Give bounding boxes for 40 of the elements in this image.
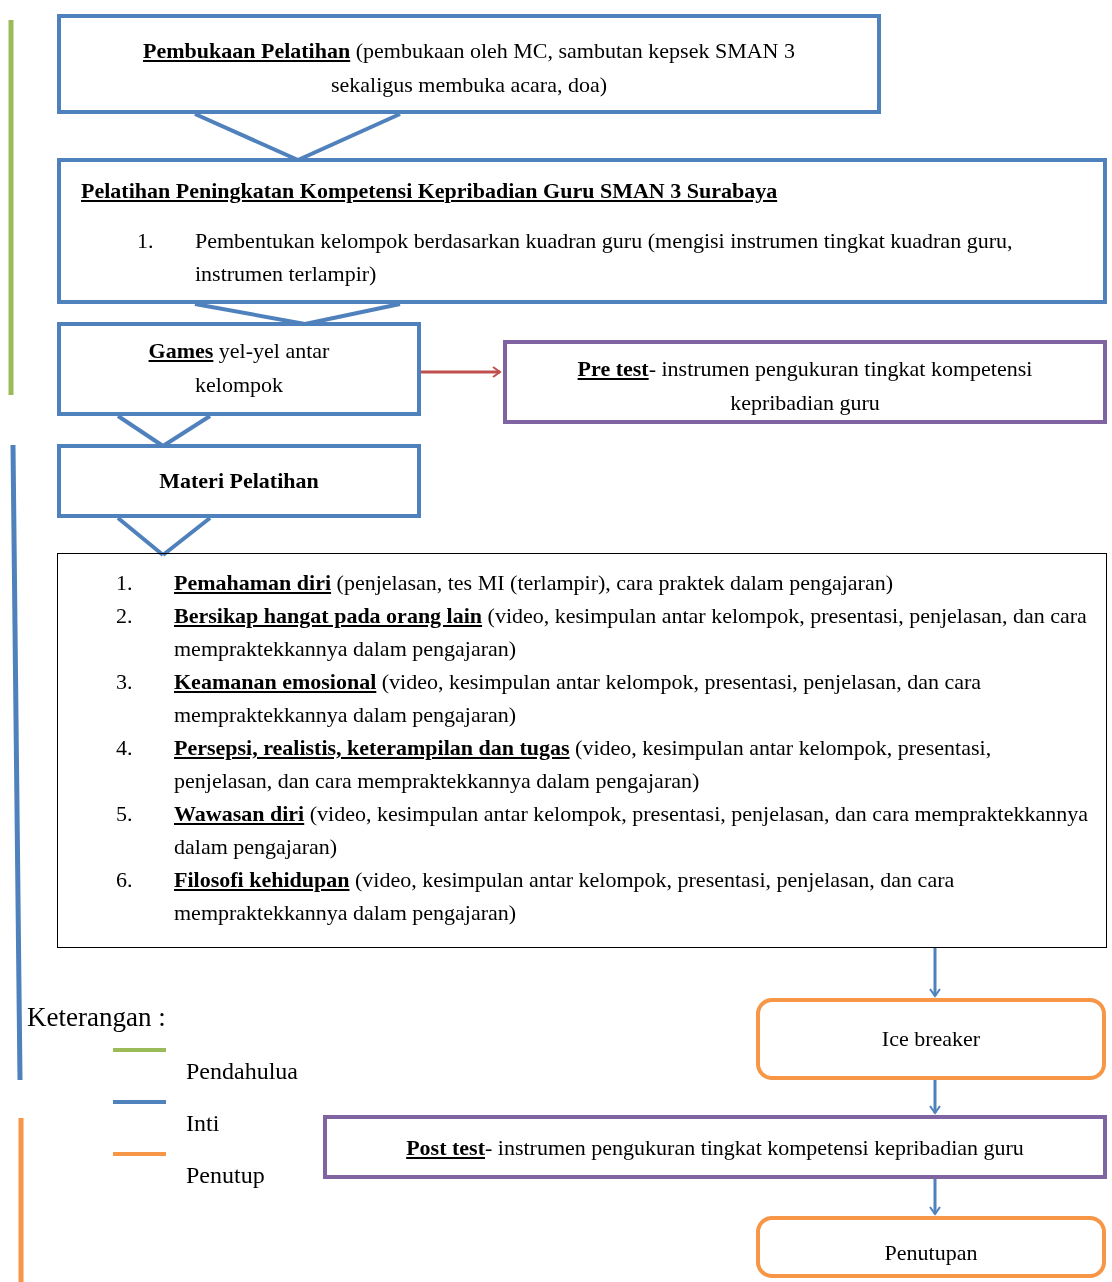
list-item-text: Pemahaman diri (penjelasan, tes MI (terlampir), cara praktek dalam pengajaran) [174, 569, 893, 597]
box-heading: Pelatihan Peningkatan Kompetensi Kepribadian Guru SMAN 3 Surabaya [81, 177, 779, 205]
list-number: 1. [137, 227, 155, 255]
list-item-text: Wawasan diri (video, kesimpulan antar kelompok, presentasi, penjelasan, dan cara mempraktekkannya dalam pengajaran) [174, 800, 1089, 861]
legend-title: Keterangan : [27, 1001, 166, 1034]
callout-pointer [116, 516, 212, 557]
arrow [421, 366, 501, 378]
list-number: 6. [116, 866, 134, 894]
box-text: Post test- instrumen pengukuran tingkat kompetensi kepribadian guru [406, 1134, 1024, 1162]
box-text: Games yel-yel antar kelompok [147, 337, 331, 399]
process-box [323, 1115, 1107, 1179]
callout-box [57, 14, 881, 114]
list-item-text: Filosofi kehidupan (video, kesimpulan antar kelompok, presentasi, penjelasan, dan cara mempraktekkannya dalam pengajaran) [174, 866, 956, 927]
rounded-box [756, 998, 1106, 1080]
content-box [57, 553, 1107, 948]
arrow [929, 1179, 941, 1215]
box-text: Ice breaker [881, 1025, 981, 1053]
list-item-text: Pembentukan kelompok berdasarkan kuadran guru (mengisi instrumen tingkat kuadran guru, instrumen terlampir) [195, 227, 1014, 288]
legend-label: Inti [186, 1109, 220, 1138]
callout-box [57, 444, 421, 518]
arrow [929, 948, 941, 997]
arrow [929, 1080, 941, 1114]
callout-box [57, 322, 421, 416]
list-number: 2. [116, 602, 134, 630]
rounded-box [756, 1216, 1106, 1278]
list-number: 5. [116, 800, 134, 828]
callout-box [57, 158, 1107, 304]
list-number: 3. [116, 668, 134, 696]
list-number: 4. [116, 734, 134, 762]
box-text: Pre test- instrumen pengukuran tingkat kompetensi kepribadian guru [576, 355, 1034, 417]
list-item-text: Bersikap hangat pada orang lain (video, kesimpulan antar kelompok, presentasi, penjelasan, dan cara mempraktekkannya dalam pengajaran) [174, 602, 1088, 663]
legend-label: Pendahulua [186, 1057, 298, 1086]
box-text: Materi Pelatihan [159, 467, 319, 495]
list-item-text: Keamanan emosional (video, kesimpulan antar kelompok, presentasi, penjelasan, dan cara mempraktekkannya dalam pengajaran) [174, 668, 983, 729]
process-box [503, 340, 1107, 424]
list-number: 1. [116, 569, 134, 597]
list-item-text: Persepsi, realistis, keterampilan dan tugas (video, kesimpulan antar kelompok, presentasi, penjelasan, dan cara mempraktekkannya dalam pengajaran) [174, 734, 993, 795]
box-text: Penutupan [884, 1239, 978, 1267]
legend-label: Penutup [186, 1161, 265, 1190]
box-text: Pembukaan Pelatihan (pembukaan oleh MC, sambutan kepsek SMAN 3 sekaligus membuka acara, doa) [142, 37, 796, 99]
